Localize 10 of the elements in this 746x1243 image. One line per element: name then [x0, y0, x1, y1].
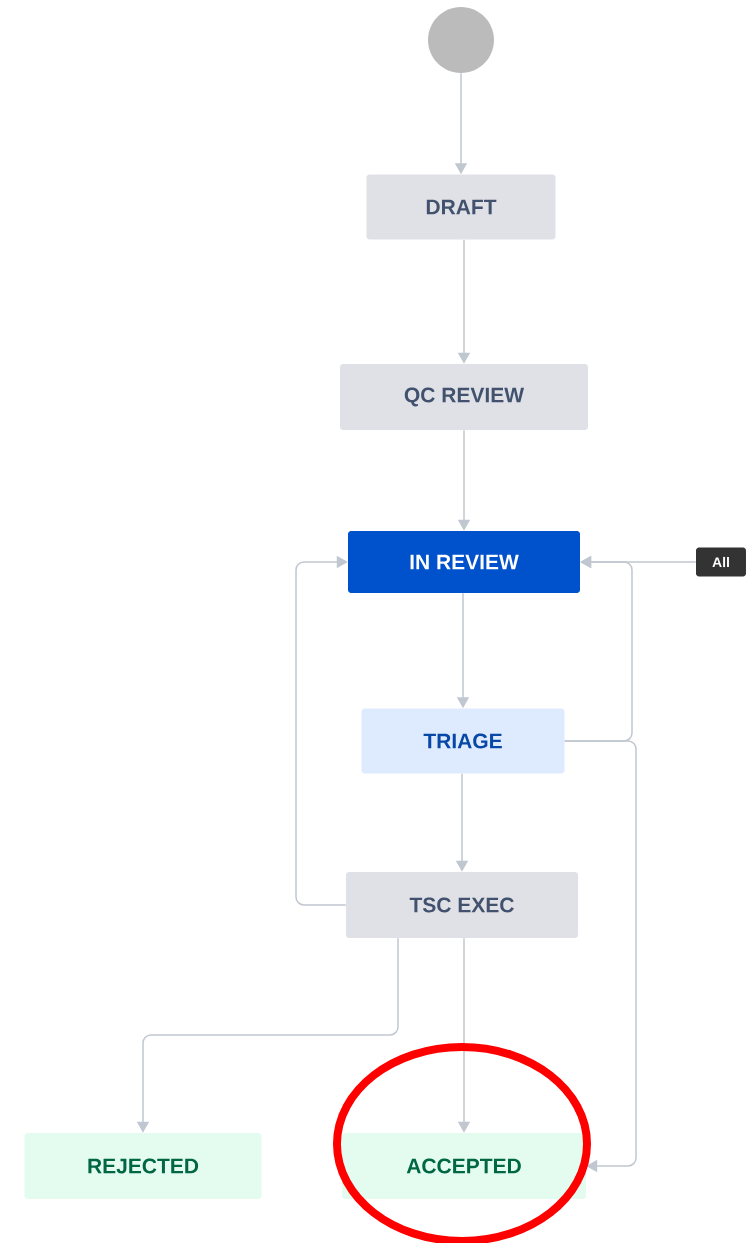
all-badge: All: [696, 547, 746, 577]
status-box: TRIAGE: [361, 708, 565, 774]
status-box: TSC EXEC: [346, 872, 578, 938]
status-box: QC REVIEW: [340, 364, 588, 430]
start-circle: [428, 7, 494, 73]
arrow: [563, 740, 637, 1173]
status-box: REJECTED: [24, 1133, 262, 1199]
status-box: ACCEPTED: [342, 1133, 586, 1199]
status-box: DRAFT: [366, 174, 556, 240]
status-box: IN REVIEW: [348, 531, 580, 593]
